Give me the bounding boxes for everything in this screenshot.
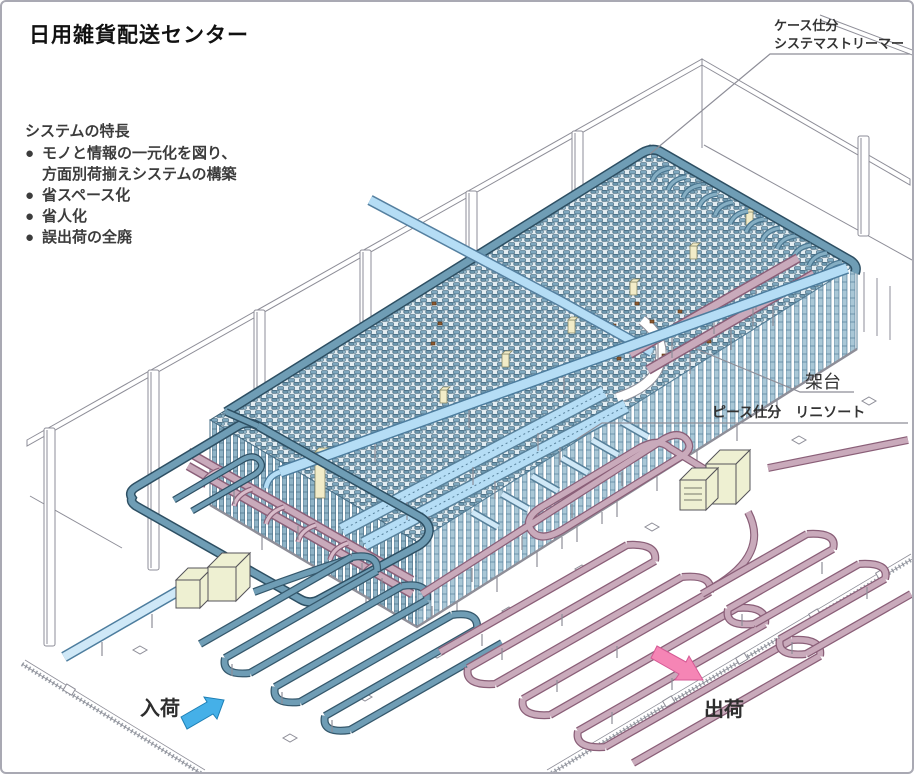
inbound-arrow — [180, 696, 225, 730]
gantry-callout: 架台 — [805, 372, 841, 392]
feature-line: 方面別荷揃えシステムの構築 — [42, 166, 237, 183]
outbound-arrow — [650, 645, 704, 681]
feature-line: ● モノと情報の一元化を図り、 — [25, 145, 237, 162]
hanging-rails — [863, 272, 891, 340]
rack-block — [209, 144, 891, 629]
callout-leader-lines — [576, 53, 910, 440]
piece-sorter-linisort — [262, 262, 850, 489]
far-right-wall-edge — [819, 14, 912, 56]
rack-base-rail — [209, 347, 858, 629]
gantry-leader — [693, 347, 854, 393]
outbound-label: 出荷 — [704, 699, 744, 721]
feature-line: ● 省人化 — [25, 208, 88, 225]
case-sorter-streamer — [223, 144, 861, 417]
piece-sorter-chutes — [338, 385, 650, 551]
piece-sorter-leader — [576, 422, 908, 440]
floor-edges — [20, 396, 912, 772]
case-sorter-leader — [649, 53, 910, 155]
inbound-machine — [174, 551, 252, 610]
inbound-label: 入荷 — [140, 698, 180, 720]
feature-line: ● 誤出荷の全廃 — [25, 229, 133, 246]
page-title: 日用雑貨配送センター — [29, 24, 249, 47]
support-pillars — [314, 208, 757, 499]
piece-sorter-callout: ピース仕分 リニソート — [712, 404, 866, 420]
case-sorter-callout: ケース仕分 システマストリーマー — [774, 18, 905, 51]
feature-line: ● 省スペース化 — [25, 187, 131, 204]
outbound-conveyor-system — [419, 431, 912, 767]
system-features: システムの特長 ● モノと情報の一元化を図り、 方面別荷揃えシステムの構築 ● … — [25, 121, 237, 248]
outbound-machine — [678, 448, 752, 512]
right-wall-top-rail — [701, 58, 911, 186]
features-heading: システムの特長 — [25, 123, 130, 140]
